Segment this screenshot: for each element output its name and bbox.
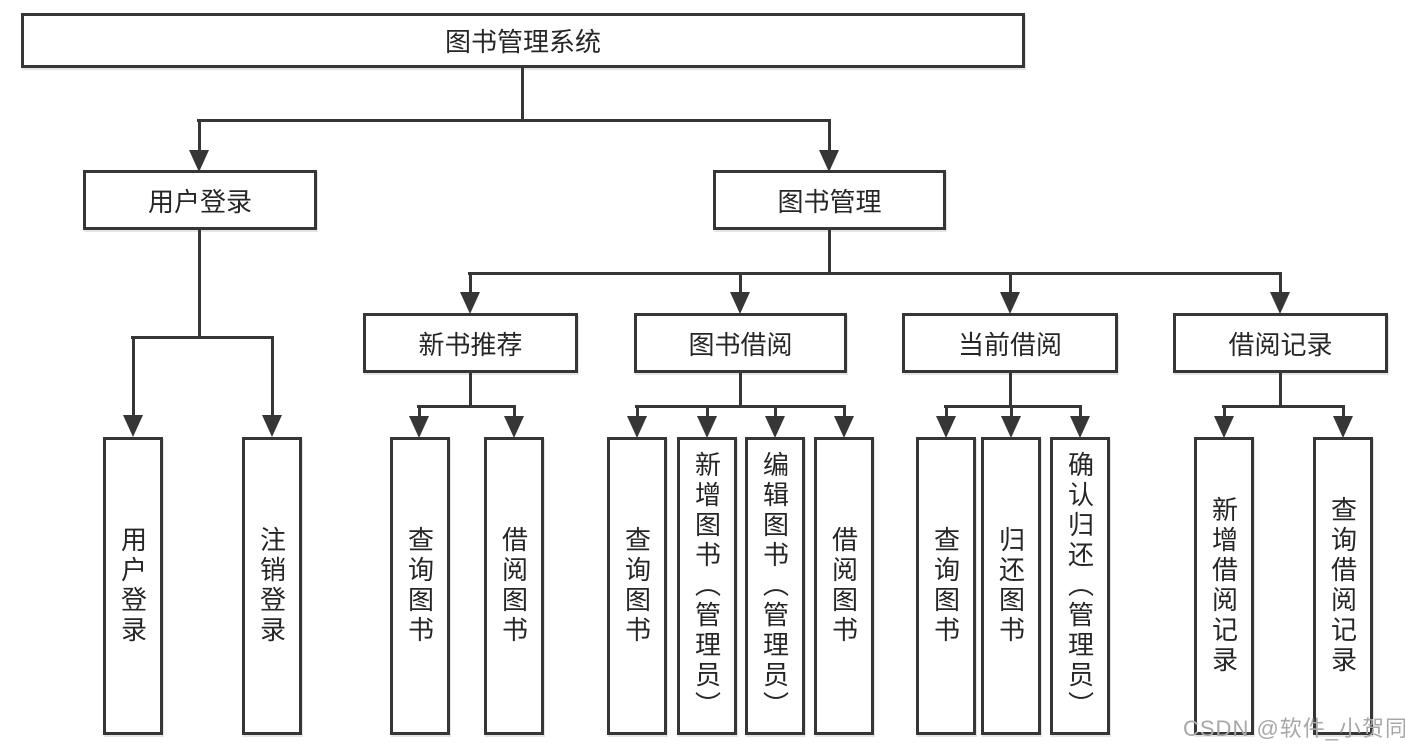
node-leaf-logout-login: 注销登录	[242, 437, 302, 735]
arrow-down-to-bb-edit	[765, 405, 785, 438]
arrow-down-to-login	[123, 336, 143, 437]
node-leaf-bb-borrow-books: 借阅图书	[814, 437, 874, 735]
csdn-watermark: CSDN @软件_小贺同学	[1183, 716, 1405, 741]
connector-current-borrow-branch	[944, 405, 1082, 408]
arrow-down-to-new-book-rec	[460, 272, 480, 314]
connector-root-branch	[197, 119, 831, 122]
node-leaf-user-login: 用户登录	[103, 437, 163, 735]
node-leaf-bb-query-books: 查询图书	[607, 437, 667, 735]
node-current-borrow: 当前借阅	[902, 313, 1118, 373]
arrow-down-to-borrow-records	[1270, 272, 1290, 314]
connector-user-login-stem	[198, 229, 201, 338]
arrow-down-to-nbr-query	[409, 405, 429, 438]
node-leaf-bb-add-books-admin: 新增图书（管理员）	[677, 437, 737, 735]
connector-book-management-stem	[828, 229, 831, 275]
arrow-down-to-logout	[262, 336, 282, 437]
connector-new-book-rec-stem	[469, 372, 472, 408]
node-leaf-nbr-borrow-books: 借阅图书	[484, 437, 544, 735]
arrow-down-to-cb-confirm	[1070, 405, 1090, 438]
node-leaf-cb-confirm-return-admin: 确认归还（管理员）	[1050, 437, 1110, 735]
connector-new-book-rec-branch	[417, 405, 516, 408]
arrow-down-to-bb-add	[697, 405, 717, 438]
arrow-down-to-nbr-borrow	[504, 405, 524, 438]
arrow-down-to-br-query	[1333, 405, 1353, 438]
connector-current-borrow-stem	[1009, 372, 1012, 408]
connector-borrow-records-stem	[1279, 372, 1282, 408]
node-user-login: 用户登录	[83, 170, 317, 230]
arrow-down-to-book-borrow	[730, 272, 750, 314]
connector-book-management-branch	[468, 272, 1282, 275]
node-leaf-br-query-record: 查询借阅记录	[1313, 437, 1373, 735]
arrow-down-to-book-management	[819, 119, 839, 172]
node-leaf-bb-edit-books-admin: 编辑图书（管理员）	[745, 437, 805, 735]
connector-borrow-records-branch	[1222, 405, 1345, 408]
arrow-down-to-current-borrow	[1000, 272, 1020, 314]
arrow-down-to-bb-borrow	[834, 405, 854, 438]
arrow-down-to-bb-query	[627, 405, 647, 438]
node-leaf-cb-query-books: 查询图书	[916, 437, 976, 735]
arrow-down-to-user-login	[189, 119, 209, 172]
node-new-book-recommend: 新书推荐	[363, 313, 578, 373]
node-leaf-nbr-query-books: 查询图书	[390, 437, 450, 735]
connector-book-borrow-stem	[739, 372, 742, 408]
connector-root-stem	[521, 67, 524, 122]
node-leaf-cb-return-books: 归还图书	[981, 437, 1041, 735]
connector-book-borrow-branch	[635, 405, 846, 408]
arrow-down-to-cb-return	[1001, 405, 1021, 438]
arrow-down-to-cb-query	[936, 405, 956, 438]
connector-user-login-branch	[131, 336, 274, 339]
node-leaf-br-add-record: 新增借阅记录	[1194, 437, 1254, 735]
node-book-management: 图书管理	[713, 170, 946, 230]
node-book-borrow: 图书借阅	[634, 313, 847, 373]
node-library-management-system: 图书管理系统	[21, 13, 1025, 68]
node-borrow-records: 借阅记录	[1173, 313, 1388, 373]
arrow-down-to-br-add	[1214, 405, 1234, 438]
